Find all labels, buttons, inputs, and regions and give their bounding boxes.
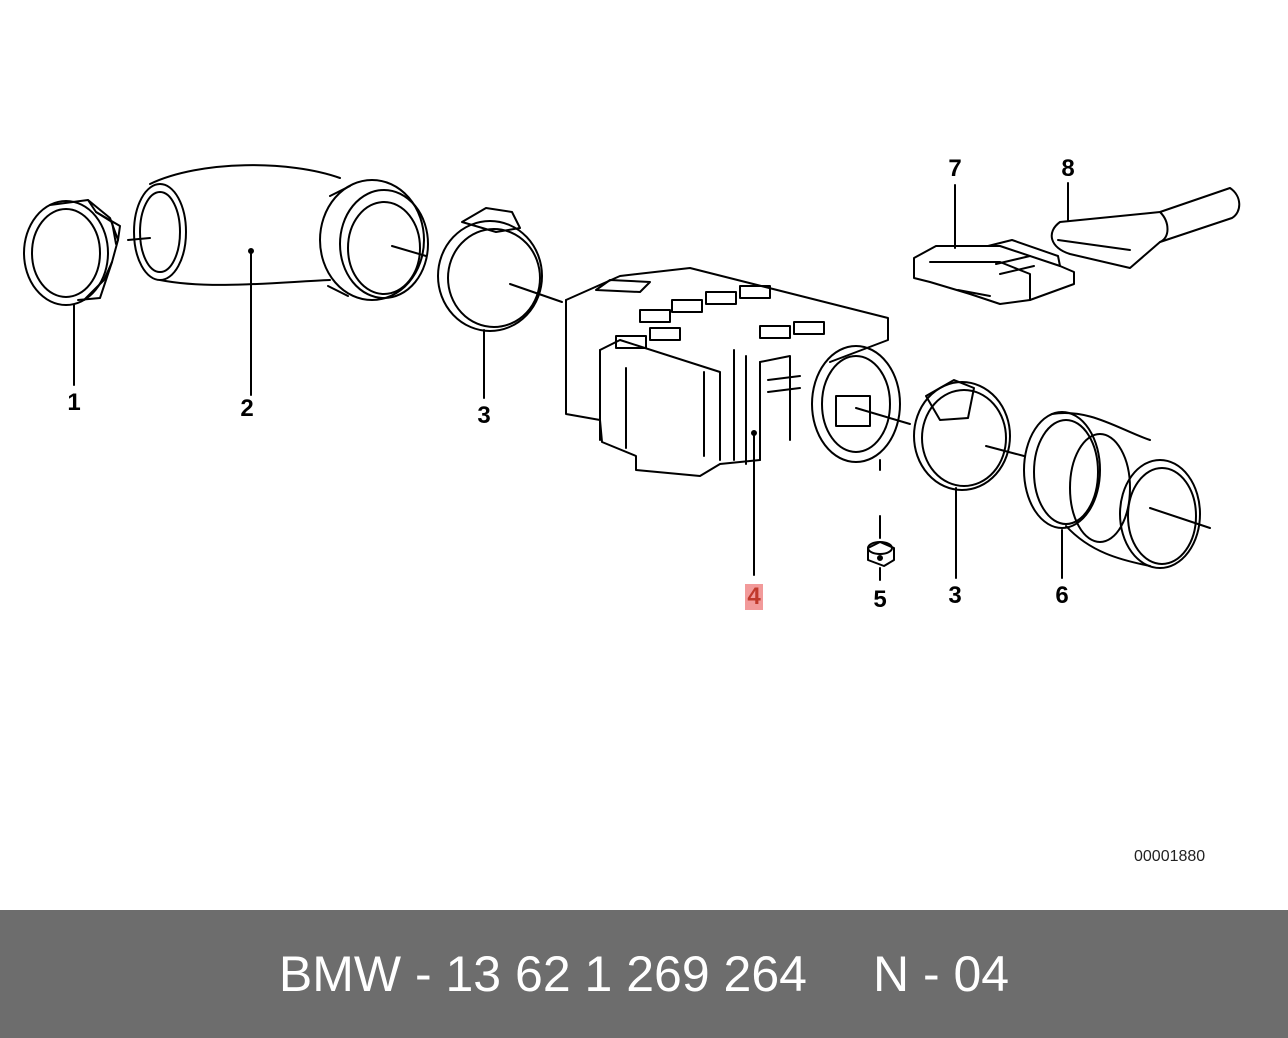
callout-8: 8 [1061,155,1075,182]
parts-diagram: 1 2 3 4 5 3 6 7 8 00001880 [23,155,1241,865]
intake-elbow-hose-2 [127,164,429,301]
nut-5 [867,541,895,567]
leader-dot-2 [248,248,254,254]
callout-3-right: 3 [948,582,962,609]
callout-7: 7 [948,155,962,182]
connector-7 [913,239,1075,305]
hose-clamp-3-right [913,379,1025,491]
bellows-hose-6 [1023,411,1211,569]
part-number: BMW - 13 62 1 269 264 [278,946,807,1002]
rubber-boot-8 [1050,187,1241,269]
diagram-code: N - 04 [872,946,1010,1002]
callout-6: 6 [1055,582,1069,609]
callout-4: 4 [745,584,763,610]
hose-clamp-1 [23,199,121,306]
callout-2: 2 [240,395,254,422]
callout-3-left: 3 [477,402,491,429]
callout-1: 1 [67,389,81,416]
callout-5: 5 [873,586,887,613]
hose-clamp-3-left [437,207,563,332]
exploded-view-drawing [23,164,1241,581]
leader-dot-4 [751,430,757,436]
diagram-id: 00001880 [1134,848,1206,865]
air-flow-meter-4 [565,267,911,477]
footer-bar: BMW - 13 62 1 269 264 N - 04 [0,910,1288,1038]
